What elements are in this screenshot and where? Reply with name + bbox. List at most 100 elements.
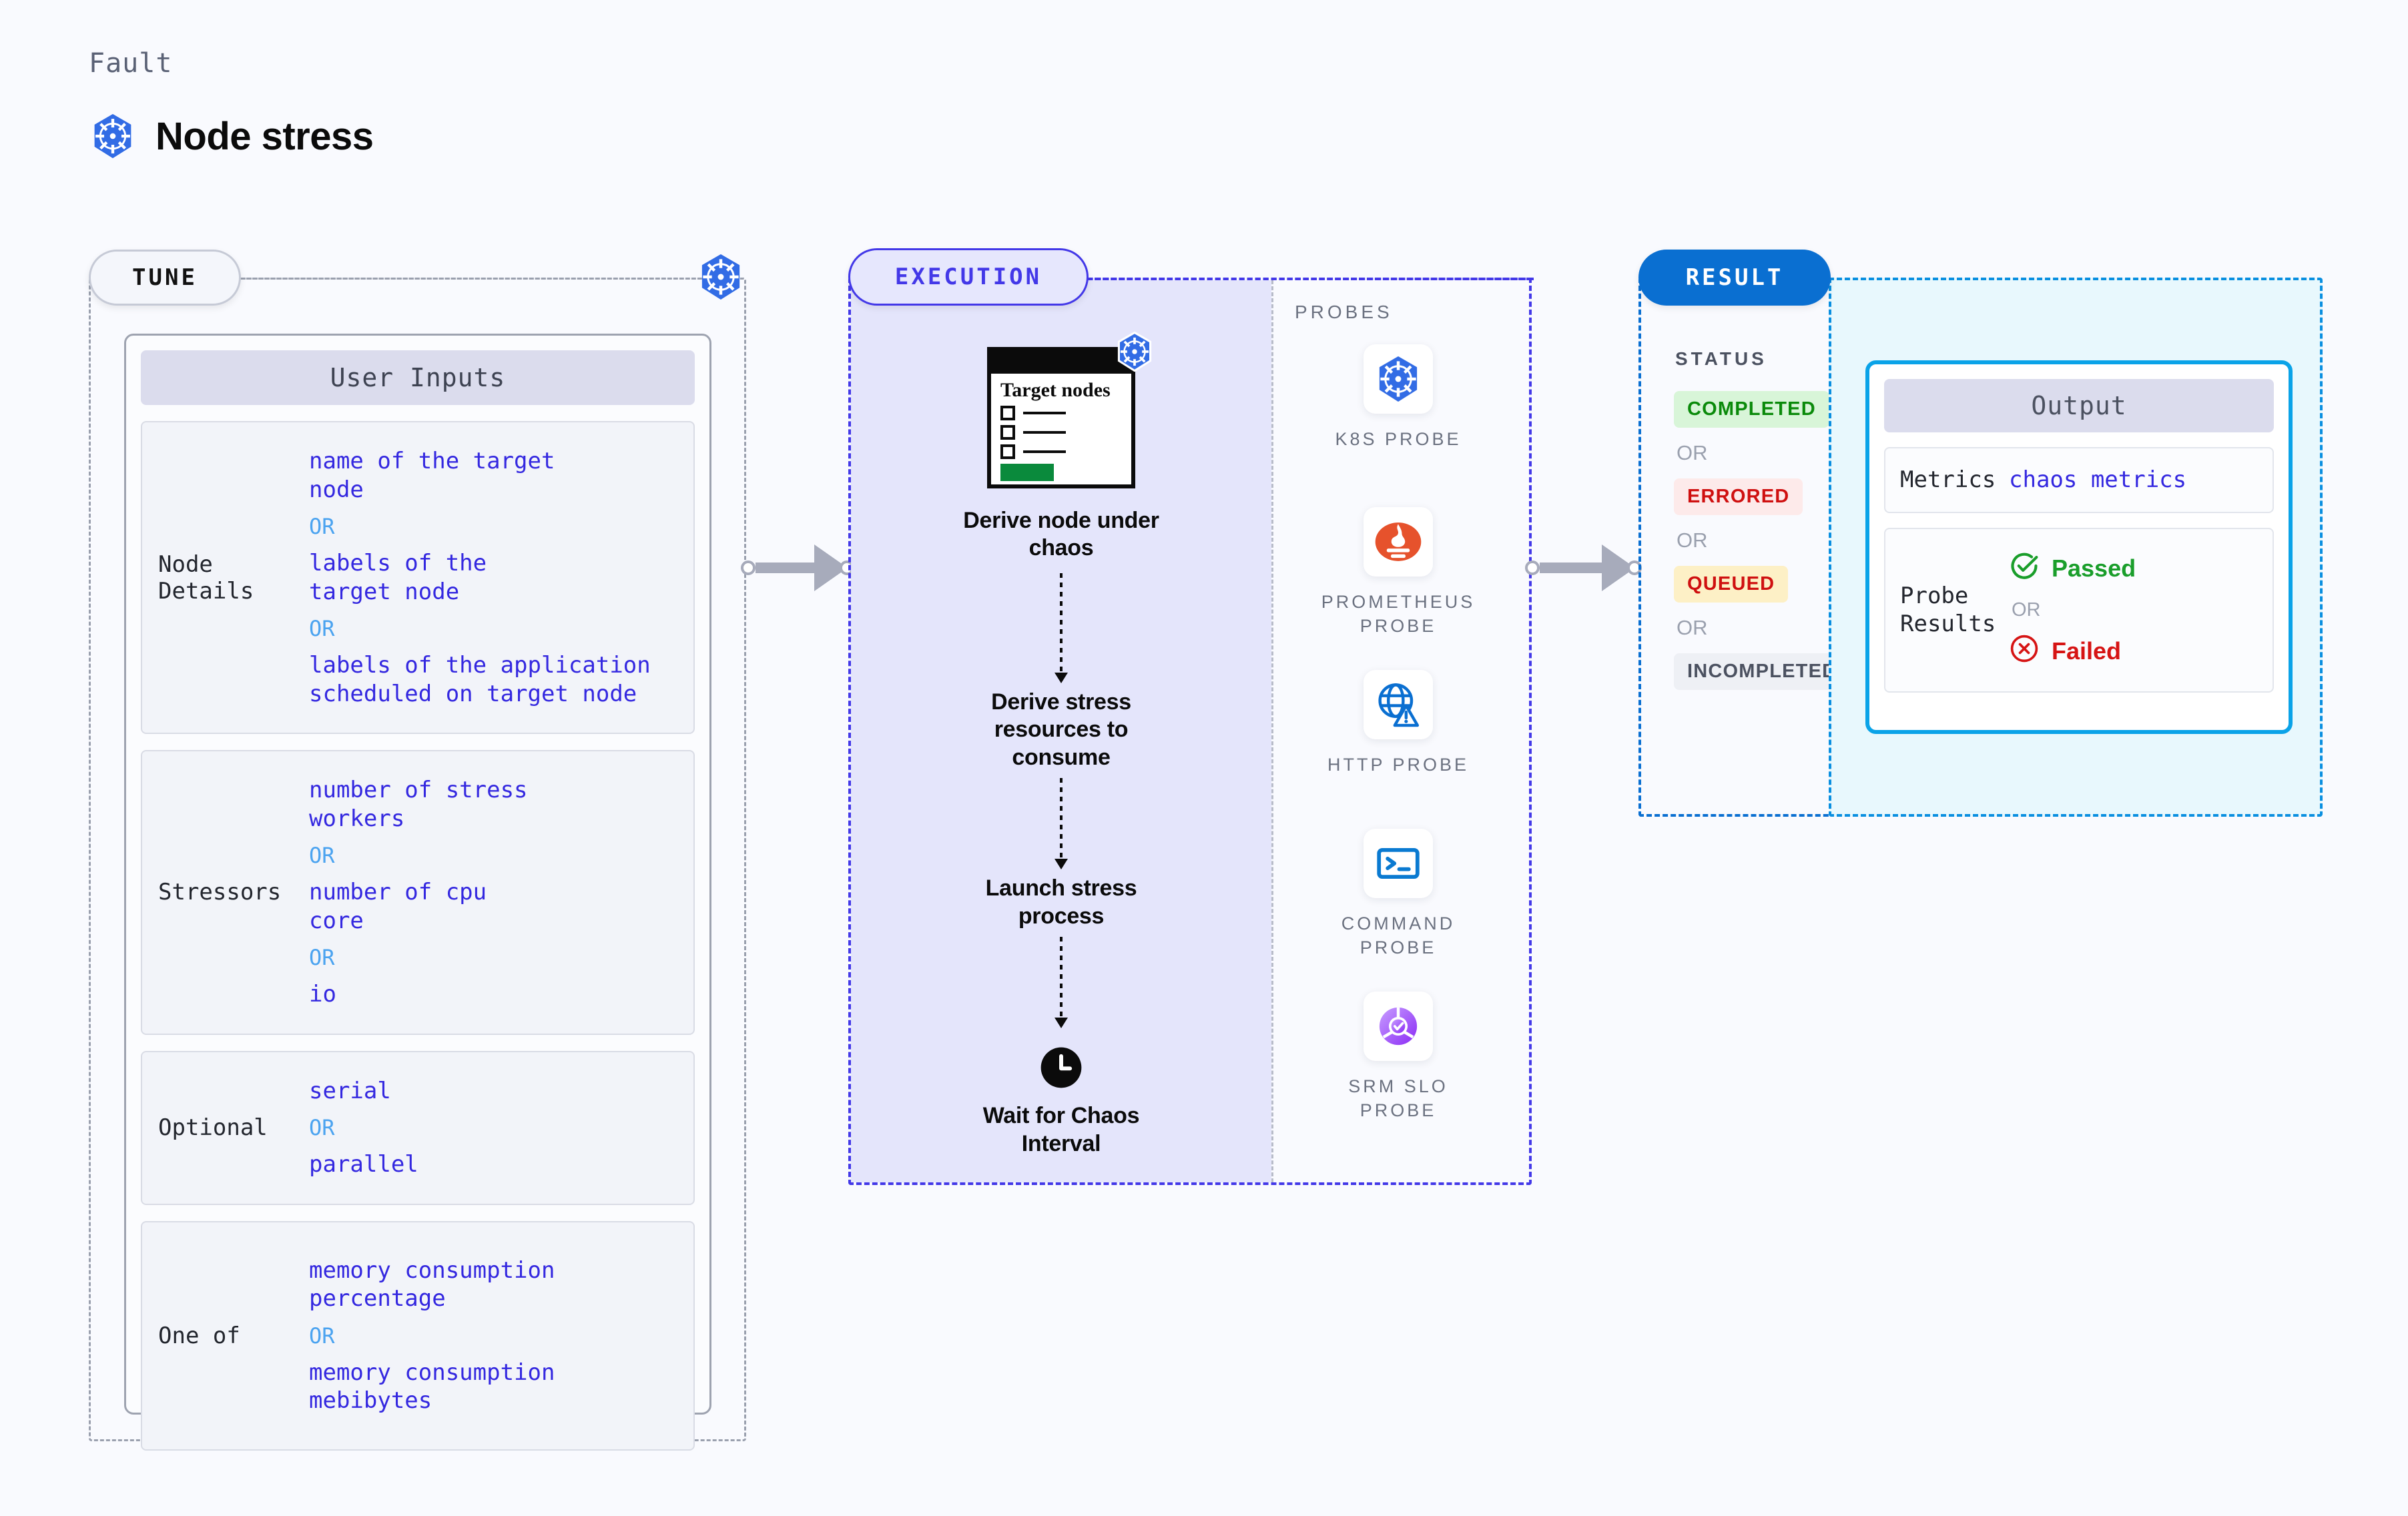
input-group-optional: Optional serial OR parallel bbox=[141, 1050, 695, 1205]
tune-pill-label: TUNE bbox=[132, 264, 198, 291]
result-pill-label: RESULT bbox=[1685, 264, 1784, 291]
flow-arrow bbox=[1055, 573, 1068, 683]
input-group-values: serial OR parallel bbox=[309, 1072, 693, 1184]
row-line bbox=[1023, 450, 1066, 453]
check-circle-icon bbox=[2009, 550, 2040, 587]
step-label-derive-stress: Derive stress resources to consume bbox=[991, 689, 1131, 770]
page-title: Node stress bbox=[156, 114, 374, 158]
metrics-label: Metrics bbox=[1900, 466, 1996, 493]
probe-prometheus[interactable]: PROMETHEUS PROBE bbox=[1321, 507, 1475, 639]
kubernetes-icon bbox=[1114, 331, 1155, 376]
metrics-value: chaos metrics bbox=[2009, 466, 2187, 494]
tune-kubernetes-badge-icon bbox=[696, 252, 745, 305]
execution-pill-label: EXECUTION bbox=[894, 264, 1042, 290]
step-label-derive-node: Derive node under chaos bbox=[963, 508, 1159, 561]
or-separator: OR bbox=[309, 1115, 335, 1140]
input-value: parallel bbox=[309, 1151, 418, 1178]
probe-results-values: Passed OR Failed bbox=[2009, 550, 2273, 670]
result-pill[interactable]: RESULT bbox=[1638, 250, 1831, 306]
or-separator: OR bbox=[309, 514, 335, 539]
input-group-values: memory consumption percentage OR memory … bbox=[309, 1252, 693, 1420]
probe-result-failed: Failed bbox=[2009, 633, 2273, 670]
status-section-title: STATUS bbox=[1675, 348, 1767, 369]
or-separator: OR bbox=[1677, 616, 1708, 639]
input-value: labels of the target node bbox=[309, 550, 487, 605]
probe-k8s[interactable]: K8S PROBE bbox=[1321, 344, 1475, 451]
probes-section-title: PROBES bbox=[1295, 302, 1393, 322]
probe-label: PROMETHEUS PROBE bbox=[1321, 592, 1476, 637]
input-value: number of cpu core bbox=[309, 879, 487, 934]
input-group-values: name of the target node OR labels of the… bbox=[309, 442, 693, 713]
tune-connector-line bbox=[240, 278, 719, 280]
target-nodes-title: Target nodes bbox=[1000, 379, 1111, 401]
input-value: memory consumption percentage bbox=[309, 1256, 555, 1312]
or-separator: OR bbox=[309, 843, 335, 868]
fault-title-row: Node stress bbox=[89, 112, 374, 160]
clock-icon bbox=[1039, 1046, 1083, 1093]
status-badge-completed: COMPLETED bbox=[1674, 391, 1829, 428]
target-nodes-card: Target nodes bbox=[987, 331, 1152, 488]
execution-pill[interactable]: EXECUTION bbox=[848, 248, 1089, 306]
node-row bbox=[1000, 444, 1131, 459]
status-list: COMPLETED OR ERRORED OR QUEUED OR INCOMP… bbox=[1674, 391, 1851, 690]
input-value: number of stress workers bbox=[309, 777, 528, 832]
failed-label: Failed bbox=[2052, 637, 2122, 665]
or-separator: OR bbox=[309, 616, 335, 641]
status-badge-incompleted: INCOMPLETED bbox=[1674, 653, 1851, 690]
user-inputs-header: User Inputs bbox=[141, 350, 695, 405]
flow-arrow bbox=[1055, 778, 1068, 870]
output-row-metrics: Metrics chaos metrics bbox=[1884, 447, 2274, 513]
input-value: serial bbox=[309, 1077, 391, 1104]
checkbox-icon bbox=[1000, 406, 1015, 420]
input-group-stressors: Stressors number of stress workers OR nu… bbox=[141, 750, 695, 1035]
connector-bar bbox=[756, 562, 816, 573]
x-circle-icon bbox=[2009, 633, 2040, 670]
or-separator: OR bbox=[309, 1322, 335, 1349]
tune-pill[interactable]: TUNE bbox=[89, 250, 241, 306]
connector-tune-to-execution bbox=[741, 544, 854, 591]
execution-connector-line bbox=[1087, 278, 1534, 280]
probe-label: HTTP PROBE bbox=[1327, 755, 1470, 775]
passed-label: Passed bbox=[2052, 554, 2136, 582]
user-inputs-card: User Inputs Node Details name of the tar… bbox=[124, 334, 711, 1451]
input-group-node-details: Node Details name of the target node OR … bbox=[141, 421, 695, 734]
probe-label: SRM SLO PROBE bbox=[1348, 1076, 1448, 1121]
or-separator: OR bbox=[1677, 528, 1708, 552]
execution-flow: Target nodes bbox=[954, 331, 1168, 1158]
input-group-label: Stressors bbox=[158, 879, 282, 906]
input-value: memory consumption mebibytes bbox=[309, 1359, 555, 1415]
node-row bbox=[1000, 406, 1131, 420]
output-card: Output Metrics chaos metrics Probe Resul… bbox=[1865, 360, 2293, 734]
node-row bbox=[1000, 425, 1131, 440]
status-badge-errored: ERRORED bbox=[1674, 478, 1803, 515]
probe-http[interactable]: HTTP PROBE bbox=[1321, 670, 1475, 777]
connector-start-dot bbox=[1525, 560, 1540, 575]
input-value: name of the target node bbox=[309, 448, 555, 503]
globe-warning-icon bbox=[1364, 670, 1433, 739]
or-separator: OR bbox=[1677, 441, 1708, 464]
card-title-bar bbox=[991, 351, 1131, 374]
checkbox-icon bbox=[1000, 425, 1015, 440]
input-group-label: Node Details bbox=[158, 550, 254, 605]
flow-arrow bbox=[1055, 937, 1068, 1029]
probe-label: COMMAND PROBE bbox=[1341, 913, 1456, 958]
kubernetes-icon bbox=[89, 112, 137, 160]
output-card-header: Output bbox=[1884, 379, 2274, 432]
probes-divider bbox=[1271, 280, 1273, 1182]
probe-command[interactable]: COMMAND PROBE bbox=[1321, 829, 1475, 960]
probe-srm-slo[interactable]: SRM SLO PROBE bbox=[1321, 992, 1475, 1123]
or-separator: OR bbox=[2012, 599, 2041, 621]
probe-results-label: Probe Results bbox=[1900, 582, 1996, 638]
prometheus-icon bbox=[1364, 507, 1433, 577]
kubernetes-icon bbox=[1364, 344, 1433, 414]
probe-label: K8S PROBE bbox=[1335, 429, 1462, 449]
step-label-launch-stress: Launch stress process bbox=[985, 875, 1137, 929]
input-group-one-of: One of memory consumption percentage OR … bbox=[141, 1220, 695, 1451]
input-value: labels of the application scheduled on t… bbox=[309, 652, 651, 707]
row-line bbox=[1023, 431, 1066, 434]
input-value: io bbox=[309, 981, 336, 1008]
connector-bar bbox=[1540, 562, 1603, 573]
checkbox-icon bbox=[1000, 444, 1015, 459]
input-group-label: Optional bbox=[158, 1114, 268, 1141]
